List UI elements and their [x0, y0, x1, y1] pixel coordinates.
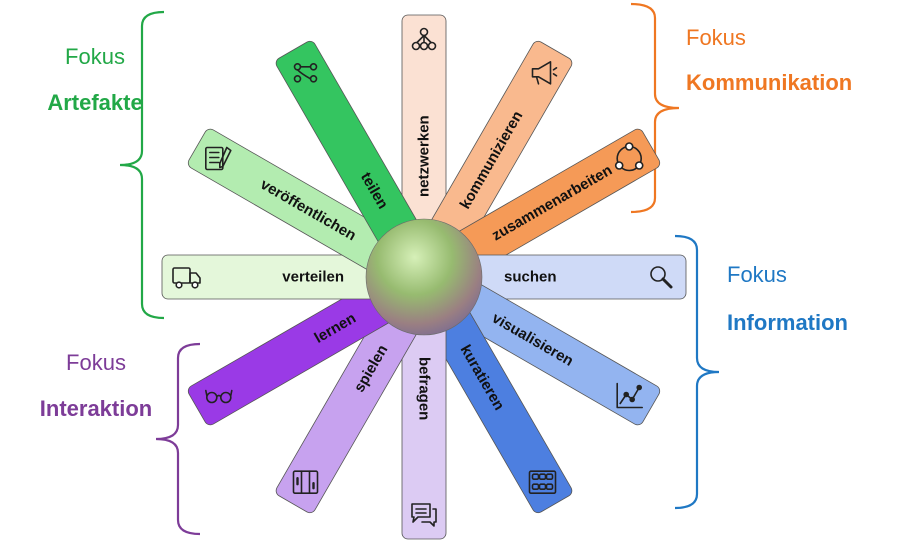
- focus-title-artefakte: Artefakte: [47, 90, 142, 115]
- curly-bracket: [155, 342, 201, 536]
- collaboration-icon: [614, 142, 644, 172]
- ray: teilen: [275, 40, 432, 269]
- ray: befragen: [401, 296, 447, 540]
- ray-label: verteilen: [282, 269, 344, 286]
- megaphone-icon: [531, 61, 558, 85]
- curly-bracket: [119, 10, 165, 320]
- delivery-truck-icon: [172, 267, 201, 289]
- curly-bracket: [674, 234, 720, 510]
- focus-labels: FokusArtefakteFokusKommunikationFokusInf…: [40, 25, 852, 421]
- ray: netzwerken: [401, 14, 447, 258]
- speech-bubbles-icon: [411, 503, 437, 527]
- curation-board-icon: [528, 470, 557, 495]
- ray-label: suchen: [504, 269, 557, 286]
- document-pen-icon: [205, 146, 232, 171]
- network-icon: [411, 27, 437, 51]
- center-hub: [365, 218, 483, 336]
- focus-word-information: Fokus: [727, 262, 787, 287]
- curly-bracket: [630, 2, 680, 214]
- focus-title-kommunikation: Kommunikation: [686, 70, 852, 95]
- focus-title-information: Information: [727, 310, 848, 335]
- ray: spielen: [275, 285, 432, 514]
- focus-word-kommunikation: Fokus: [686, 25, 746, 50]
- ray-label: befragen: [416, 357, 433, 420]
- ray-label: netzwerken: [416, 115, 433, 197]
- ray: suchen: [443, 254, 687, 300]
- glasses-icon: [205, 389, 233, 404]
- focus-brackets: [119, 2, 720, 536]
- focus-word-artefakte: Fokus: [65, 44, 125, 69]
- focus-title-interaktion: Interaktion: [40, 396, 152, 421]
- magnifier-icon: [650, 266, 673, 289]
- share-icon: [293, 63, 318, 83]
- game-board-icon: [292, 470, 319, 495]
- line-chart-icon: [616, 382, 644, 409]
- focus-word-interaktion: Fokus: [66, 350, 126, 375]
